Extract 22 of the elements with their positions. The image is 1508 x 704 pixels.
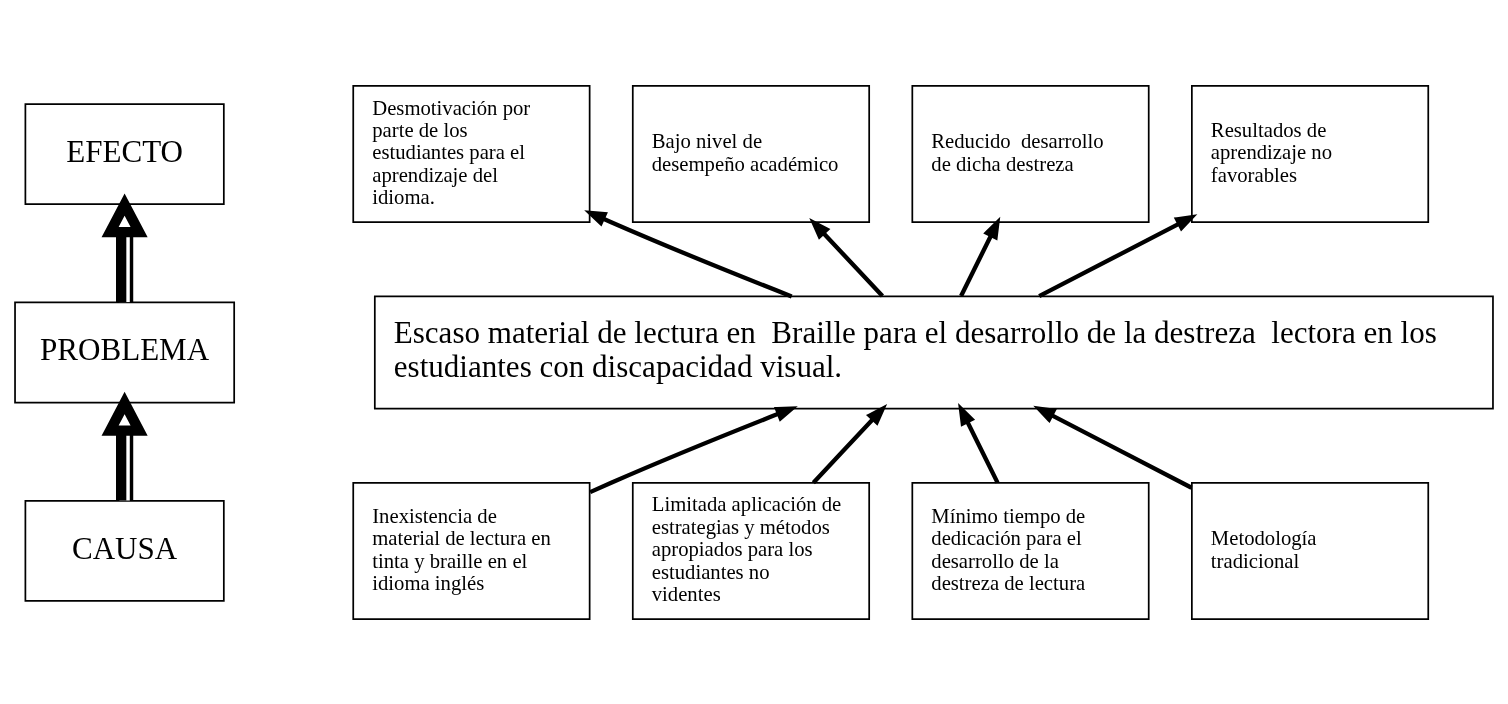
- arrow: [1038, 213, 1198, 298]
- arrow: [958, 402, 1000, 484]
- arrow: [1033, 405, 1193, 490]
- node-box: Reducido desarrollo de dicha destreza: [911, 84, 1150, 223]
- node-box: Mínimo tiempo de dedicación para el desarrollo de la destreza de lectura: [911, 481, 1150, 620]
- arrow: [101, 391, 148, 500]
- arrow: [101, 192, 148, 302]
- arrow: [959, 216, 1001, 297]
- arrow: [809, 217, 885, 297]
- node-box: Resultados de aprendizaje no favorables: [1191, 84, 1430, 223]
- arrow: [811, 403, 888, 484]
- arrow: [584, 209, 793, 298]
- arrow: [589, 405, 798, 494]
- node-box: Limitada aplicación de estrategias y métodos apropiados para los estudiantes no videntes: [631, 481, 871, 620]
- node-box: Bajo nivel de desempeño académico: [631, 84, 871, 223]
- node-box: Inexistencia de material de lectura en tinta y braille en el idioma inglés: [352, 481, 591, 620]
- node-box: EFECTO: [24, 102, 225, 205]
- node-box: CAUSA: [24, 499, 225, 602]
- node-box: Escaso material de lectura en Braille para el desarrollo de la destreza lectora en los estudiantes con discapacidad visual.: [373, 295, 1494, 409]
- node-box: Desmotivación por parte de los estudiantes para el aprendizaje del idioma.: [352, 84, 591, 223]
- node-box: Metodología tradicional: [1191, 481, 1430, 620]
- node-box: PROBLEMA: [14, 301, 236, 403]
